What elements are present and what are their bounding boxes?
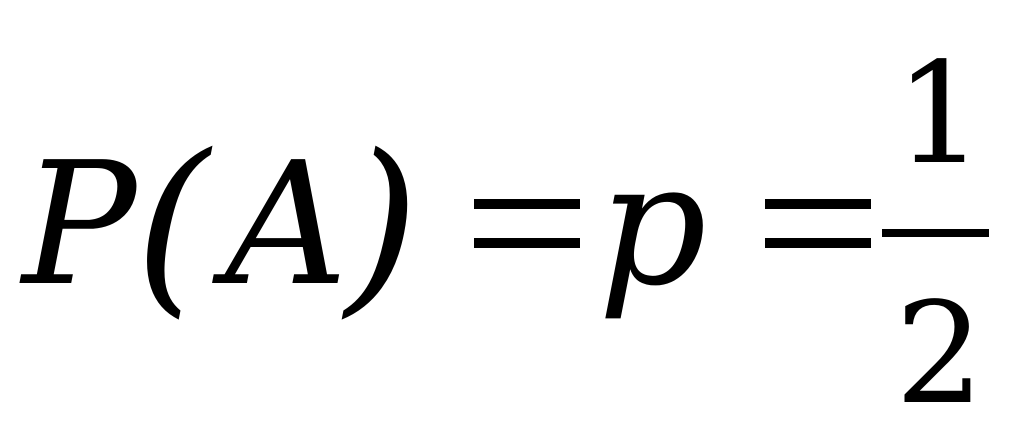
probability-symbol-p: p	[598, 126, 707, 324]
fraction-denominator: 2	[895, 273, 985, 436]
close-parenthesis: )	[345, 114, 420, 335]
fraction-bar	[882, 229, 989, 237]
fraction-numerator: 1	[895, 33, 985, 196]
event-a: A	[225, 126, 348, 324]
function-name-p: P	[22, 126, 137, 324]
open-parenthesis: (	[135, 114, 210, 335]
